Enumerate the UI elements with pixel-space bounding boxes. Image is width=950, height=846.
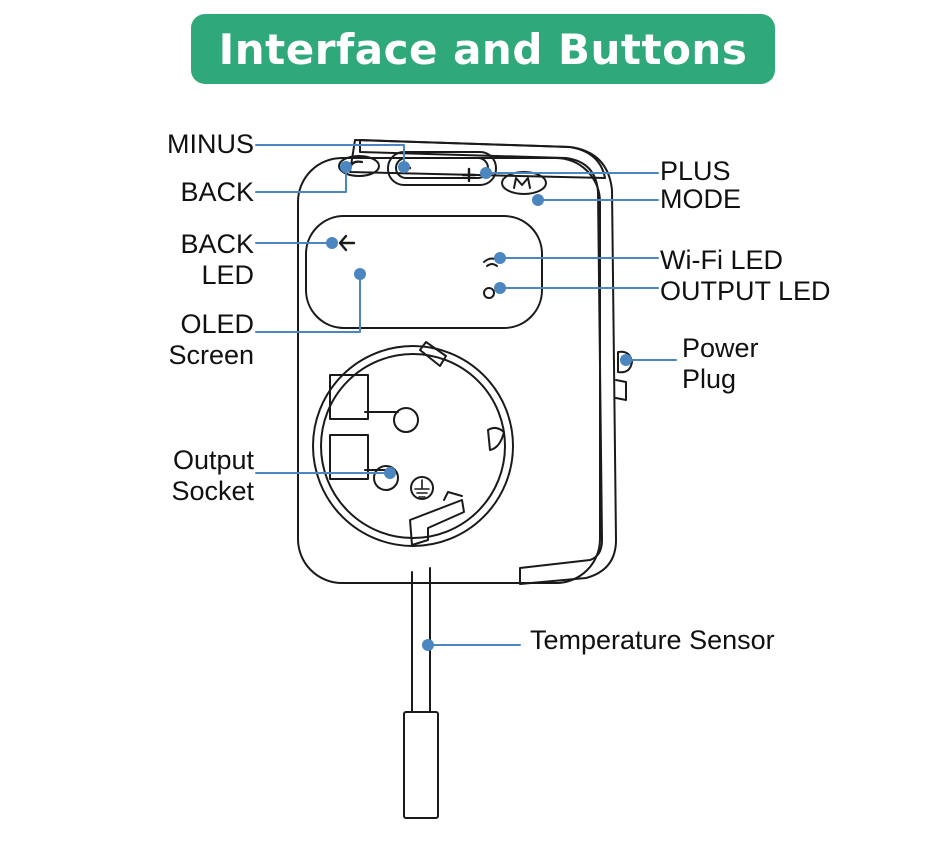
label-mode: MODE <box>660 184 741 214</box>
socket-earth-clip-top <box>419 341 447 367</box>
output-socket <box>312 345 514 547</box>
earth-symbol-icon <box>410 476 434 500</box>
back-button[interactable] <box>338 155 380 177</box>
mode-symbol-icon <box>513 177 531 189</box>
socket-earth-clip-bottom <box>409 499 465 546</box>
socket-pin-hole-bottom <box>373 465 399 491</box>
callout-dot-plus <box>480 167 492 179</box>
temperature-sensor-probe <box>403 711 439 819</box>
callout-dot-temperature-sensor <box>422 639 434 651</box>
title-banner: Interface and Buttons <box>191 14 775 84</box>
callout-dot-oled <box>354 268 366 280</box>
label-minus: MINUS <box>167 129 254 159</box>
callout-oled <box>255 273 361 333</box>
callout-dot-output-socket <box>384 467 396 479</box>
minus-plus-rocker-button[interactable] <box>387 151 497 186</box>
callout-back <box>255 166 347 193</box>
housing-top <box>349 139 606 179</box>
callout-dot-output-led <box>494 282 506 294</box>
callout-dot-mode <box>532 194 544 206</box>
page-title: Interface and Buttons <box>218 24 748 74</box>
callout-dot-back <box>340 161 352 173</box>
callout-dot-back-led <box>326 237 338 249</box>
label-back: BACK <box>180 177 254 207</box>
label-temperature-sensor: Temperature Sensor <box>530 625 775 655</box>
plus-symbol-icon <box>461 167 477 183</box>
power-plug <box>617 350 633 374</box>
back-led-arrow-icon <box>338 234 356 252</box>
label-output-led: OUTPUT LED <box>660 276 831 306</box>
callout-minus <box>255 144 405 168</box>
socket-pin-hole-top <box>393 407 419 433</box>
label-wifi-led: Wi-Fi LED <box>660 245 783 275</box>
callout-dot-power-plug <box>620 354 632 366</box>
output-led-icon <box>483 287 495 299</box>
oled-screen <box>305 215 543 329</box>
callout-dot-minus <box>398 161 410 173</box>
label-plus: PLUS <box>660 156 731 186</box>
housing-side <box>359 139 617 585</box>
callout-dot-wifi-led <box>494 252 506 264</box>
